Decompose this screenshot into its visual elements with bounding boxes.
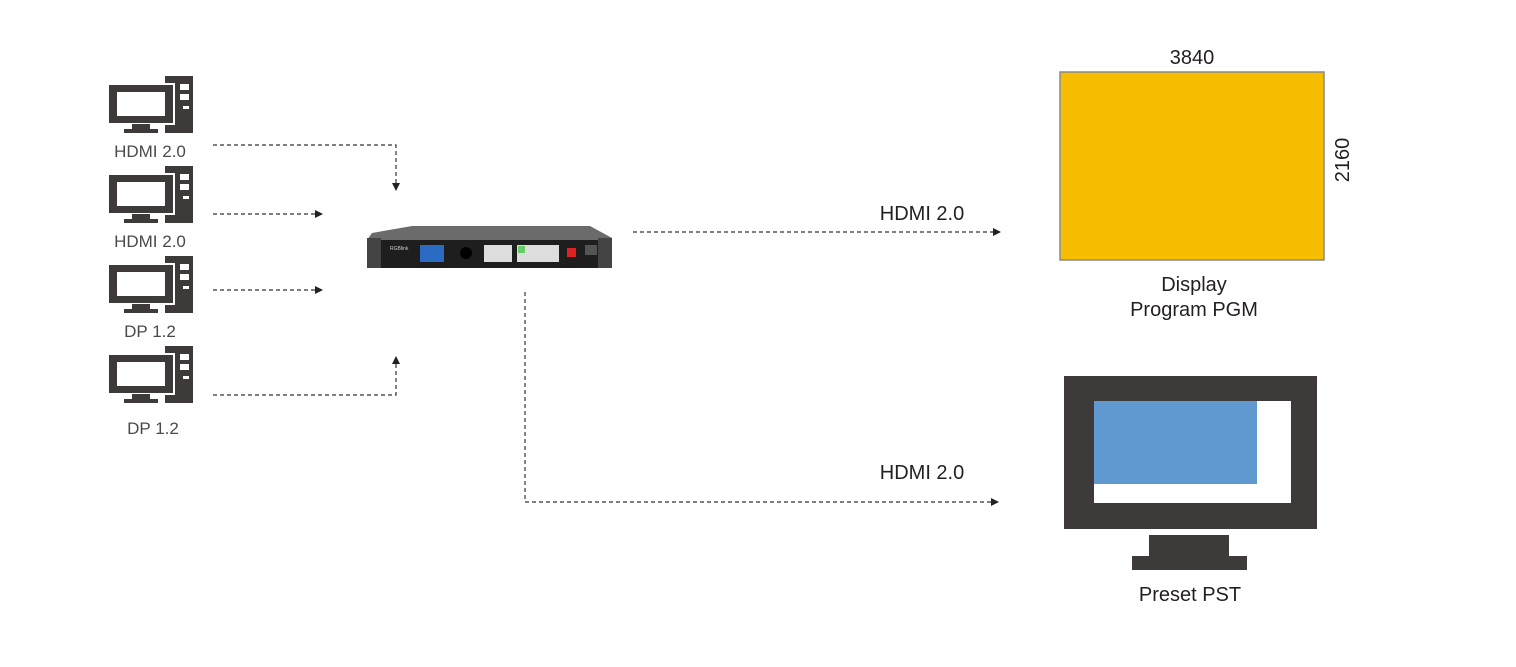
- program-display-screen: [1059, 71, 1325, 261]
- source-label: DP 1.2: [127, 419, 179, 438]
- display-height: 2160: [1332, 138, 1354, 183]
- preset-title: Preset PST: [1139, 584, 1241, 606]
- computer-icon: [107, 255, 194, 314]
- input-arrow-1: [213, 144, 400, 191]
- device-brand: RGBlink: [390, 246, 409, 252]
- source-computer-4: DP 1.2: [107, 345, 194, 438]
- source-label: HDMI 2.0: [114, 142, 186, 161]
- display-width: 3840: [1170, 47, 1215, 69]
- preset-window: [1094, 401, 1257, 484]
- preset-monitor: Preset PST: [1064, 376, 1317, 606]
- source-computer-1: HDMI 2.0: [107, 75, 194, 161]
- source-computer-2: HDMI 2.0: [107, 165, 194, 251]
- source-label: DP 1.2: [124, 322, 176, 341]
- display-title: Display: [1161, 274, 1227, 296]
- video-processor-device: RGBlink: [367, 226, 612, 268]
- display-subtitle: Program PGM: [1130, 299, 1258, 321]
- input-arrow-4: [213, 356, 400, 396]
- preset-link-label: HDMI 2.0: [880, 462, 964, 484]
- computer-icon: [107, 165, 194, 224]
- program-link-label: HDMI 2.0: [880, 203, 964, 225]
- preset-output-arrow: [524, 292, 999, 506]
- computer-icon: [107, 345, 194, 404]
- program-display: 3840 2160 Display Program PGM: [1059, 47, 1354, 321]
- computer-icon: [107, 75, 194, 134]
- source-computer-3: DP 1.2: [107, 255, 194, 341]
- source-label: HDMI 2.0: [114, 232, 186, 251]
